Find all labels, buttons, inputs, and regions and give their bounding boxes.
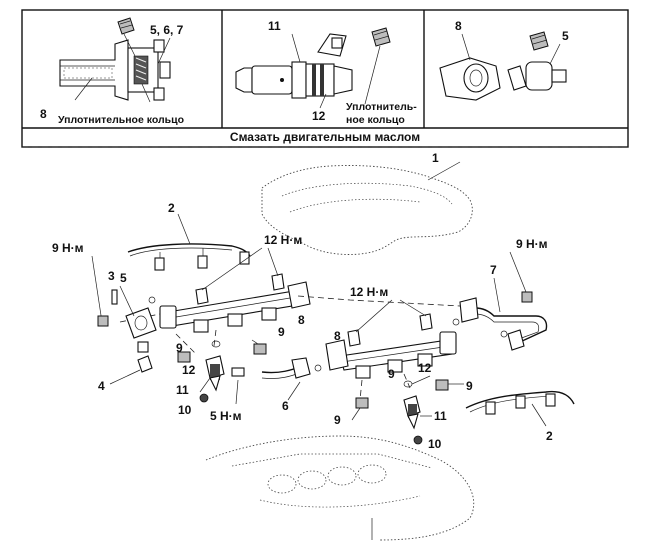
right-inset-regulator [439, 31, 567, 101]
label-9-e: 9 [388, 367, 395, 381]
middle-inset-label-12: 12 [312, 109, 326, 123]
left-inset-label-8: 8 [40, 107, 47, 121]
label-10-right: 10 [428, 437, 442, 451]
right-inset-label-8: 8 [455, 19, 462, 33]
label-9-a: 9 [278, 325, 285, 339]
fuel-rail-right [325, 313, 457, 379]
label-7: 7 [490, 263, 497, 277]
label-torque-12-top: 12 Н·м [264, 233, 302, 247]
inset-panels [21, 9, 629, 148]
injector-left [177, 339, 267, 403]
wiring-harness-top [127, 213, 251, 271]
label-3: 3 [108, 269, 115, 283]
label-2-harness-top: 2 [168, 201, 175, 215]
cylinder-head [205, 435, 475, 541]
left-inset-label-5-6-7: 5, 6, 7 [150, 23, 184, 37]
right-inset-label-5: 5 [562, 29, 569, 43]
label-9-c: 9 [466, 379, 473, 393]
pressure-regulator-left [97, 285, 157, 385]
label-torque-12-mid: 12 Н·м [350, 285, 388, 299]
label-6-hose: 6 [282, 399, 289, 413]
label-9-b: 9 [176, 341, 183, 355]
fuel-hose-6 [231, 357, 322, 405]
label-torque-9-right: 9 Н·м [516, 237, 548, 251]
label-12-right: 12 [418, 361, 432, 375]
middle-inset-injector [235, 27, 391, 109]
label-8-rail-left: 8 [298, 313, 305, 327]
intake-manifold [261, 161, 473, 255]
middle-inset-label-seal-line1: Уплотнитель- [346, 101, 417, 113]
inset-footer-lubricate-note: Смазать двигательным маслом [230, 130, 420, 144]
torque-leaders [91, 247, 527, 333]
wiring-harness-bottom [465, 390, 575, 427]
label-11-right: 11 [434, 409, 447, 423]
injector-right [351, 375, 464, 445]
label-1-intake-manifold: 1 [432, 151, 439, 165]
left-inset-label-seal-ring: Уплотнительное кольцо [58, 114, 184, 126]
fuel-pipe-7 [452, 277, 548, 351]
fuel-rail-left [159, 273, 311, 333]
middle-inset-label-11: 11 [268, 19, 281, 33]
label-torque-9-left: 9 Н·м [52, 241, 84, 255]
label-8-rail-right: 8 [334, 329, 341, 343]
middle-inset-label-seal-line2: ное кольцо [346, 114, 405, 126]
label-12-left: 12 [182, 363, 196, 377]
left-inset-regulator [59, 17, 171, 103]
label-5-regulator: 5 [120, 271, 127, 285]
label-4: 4 [98, 379, 105, 393]
label-2-harness-bottom: 2 [546, 429, 553, 443]
label-torque-5: 5 Н·м [210, 409, 242, 423]
label-10-left: 10 [178, 403, 192, 417]
label-11-left: 11 [176, 383, 189, 397]
label-9-d: 9 [334, 413, 341, 427]
